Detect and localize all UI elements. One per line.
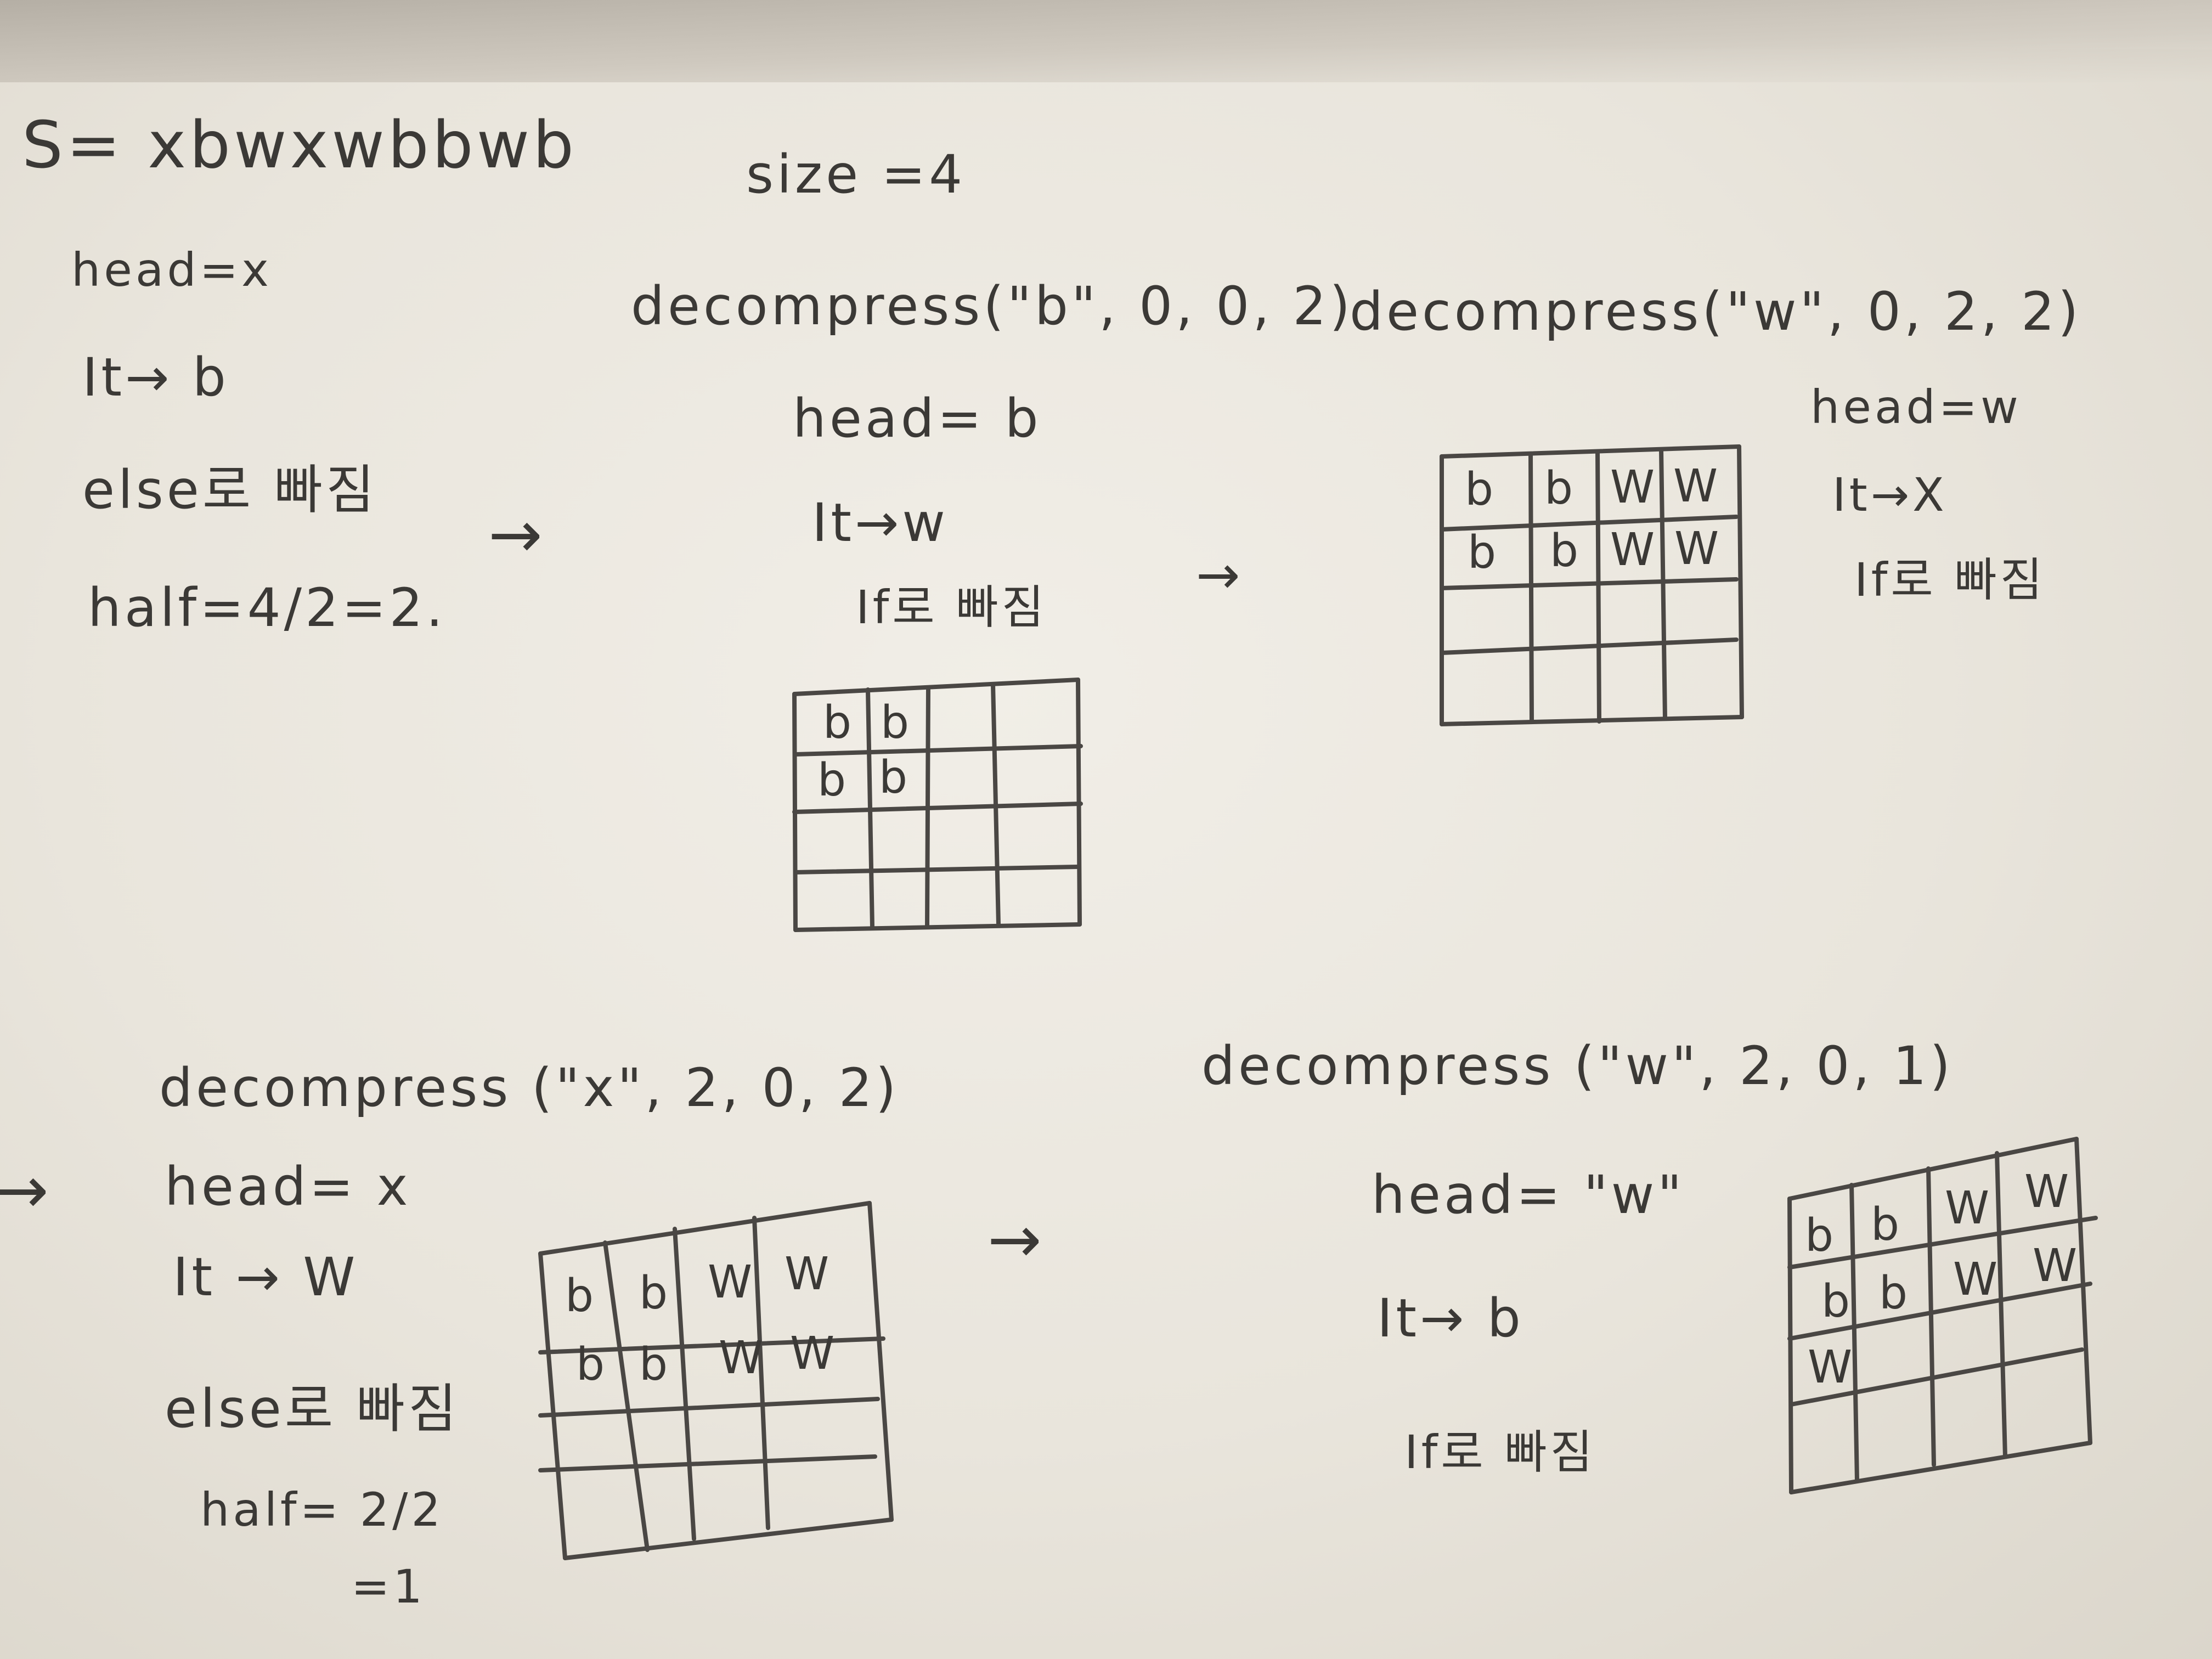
step1-half: half=4/2=2. [88, 577, 447, 639]
grid2-cell-0-2: W [1610, 461, 1655, 514]
grid-step4: b b W W b b W W [538, 1201, 894, 1560]
grid3-cell-0-2: W [708, 1256, 752, 1308]
size-label: size =4 [746, 144, 966, 205]
grid2-cell-1-0: b [1468, 527, 1496, 579]
grid3-cell-1-0: b [576, 1339, 605, 1391]
step3-call: decompress("w", 0, 2, 2) [1350, 281, 2082, 342]
step3-it: It→X [1832, 468, 1948, 522]
grid3-cell-1-3: W [790, 1328, 834, 1380]
step3-if: If로 빠짐 [1854, 553, 2046, 607]
grid4-cell-1-2: W [1953, 1254, 1997, 1306]
grid4-cell-0-2: W [1945, 1182, 1989, 1234]
step2-head: head= b [793, 388, 1042, 449]
grid1-cell-0-0: b [823, 697, 851, 749]
step5-head: head= "w" [1372, 1164, 1685, 1226]
grid3-cell-1-1: b [639, 1339, 668, 1391]
arrow-1: → [488, 496, 546, 572]
grid4-cell-1-0: b [1821, 1276, 1850, 1328]
step5-call: decompress ("w", 2, 0, 1) [1201, 1035, 1954, 1097]
arrow-4: → [988, 1201, 1045, 1277]
grid-step5: b b W W b b W W W [1787, 1137, 2098, 1494]
grid4-cell-1-3: W [2033, 1240, 2077, 1292]
arrow-2: → [1196, 544, 1244, 606]
step4-else: else로 빠짐 [165, 1378, 460, 1440]
grid-step2: b b b b [792, 678, 1083, 932]
grid3-cell-0-0: b [565, 1270, 594, 1322]
grid4-cell-2-0: W [1808, 1341, 1852, 1393]
grid3-cell-1-2: W [719, 1332, 763, 1384]
grid4-cell-0-0: b [1805, 1210, 1833, 1262]
step4-half-result: =1 [351, 1560, 426, 1613]
grid2-cell-1-2: W [1610, 524, 1655, 576]
step3-head: head=w [1810, 380, 2022, 434]
step1-else: else로 빠짐 [82, 459, 378, 521]
grid1-cell-0-1: b [881, 697, 909, 749]
step2-call: decompress("b", 0, 0, 2) [631, 275, 1353, 337]
step2-if: If로 빠짐 [856, 580, 1047, 634]
grid2-cell-1-1: b [1550, 525, 1578, 577]
grid4-cell-0-1: b [1871, 1199, 1899, 1251]
paper-sheet [0, 49, 2212, 1659]
paper-edge-shadow [0, 0, 2212, 82]
step5-it: It→ b [1377, 1288, 1524, 1349]
step2-it: It→w [812, 492, 949, 554]
step1-head: head=x [71, 243, 272, 297]
grid-step3: b b W W b b W W [1440, 444, 1744, 726]
grid3-cell-0-1: b [639, 1267, 668, 1319]
grid1-cell-1-0: b [817, 754, 846, 806]
grid4-cell-1-1: b [1879, 1267, 1908, 1319]
grid2-cell-0-3: W [1673, 460, 1718, 512]
step5-if: If로 빠짐 [1404, 1425, 1596, 1479]
step4-it: It → W [173, 1246, 359, 1308]
grid4-cell-0-3: W [2024, 1166, 2069, 1218]
step4-half: half= 2/2 [200, 1483, 444, 1537]
arrow-3: → [0, 1152, 52, 1228]
step1-it: It→ b [82, 347, 229, 408]
step4-call: decompress ("x", 2, 0, 2) [159, 1057, 900, 1119]
grid2-cell-1-3: W [1674, 523, 1719, 575]
s-string: S= xbwxwbbwb [22, 107, 578, 183]
step4-head: head= x [165, 1156, 411, 1217]
grid1-cell-1-1: b [879, 752, 907, 804]
grid2-cell-0-0: b [1465, 464, 1493, 516]
grid2-cell-0-1: b [1544, 462, 1573, 515]
grid3-cell-0-3: W [785, 1248, 829, 1300]
